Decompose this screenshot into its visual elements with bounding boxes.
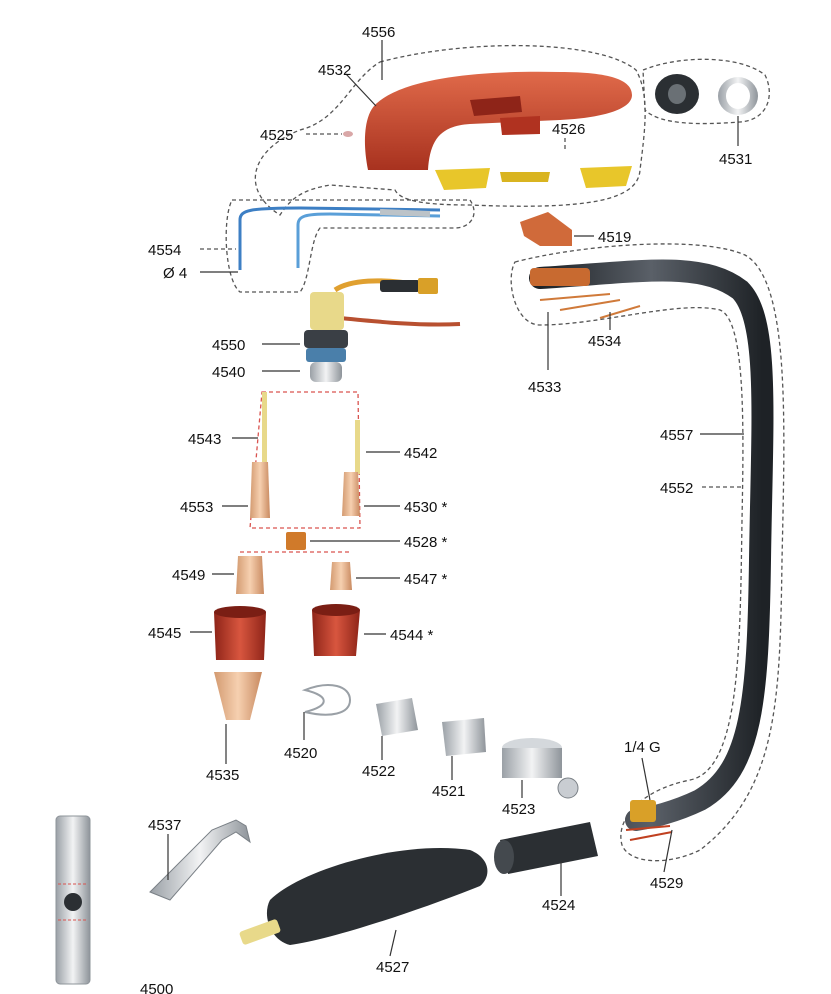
machine-handle-part (239, 848, 488, 945)
label-4532: 4532 (318, 62, 351, 79)
main-cable-part (529, 259, 774, 841)
electrode-parts (262, 392, 360, 474)
cutting-nozzle-part (214, 672, 262, 720)
leader-lines (167, 40, 744, 957)
rear-seal-outline (642, 58, 770, 125)
label-4537: 4537 (148, 817, 181, 834)
rear-seal-parts (655, 74, 758, 115)
tip-parts (250, 462, 360, 518)
extension-tube-part (55, 815, 91, 985)
label-4545: 4545 (148, 625, 181, 642)
label-4524: 4524 (542, 897, 575, 914)
switch-wire-part (238, 206, 441, 270)
swirl-ring-part (286, 532, 306, 550)
circle-guide-part (502, 738, 579, 799)
label-4544: 4544 * (390, 627, 434, 644)
label-phi4: Ø 4 (163, 265, 187, 282)
label-4526: 4526 (552, 121, 585, 138)
part-labels: 4556 4532 4525 4526 4531 4519 4554 Ø 4 4… (140, 24, 752, 994)
label-4525: 4525 (260, 127, 293, 144)
label-4527: 4527 (376, 959, 409, 976)
spacer-spring-part (301, 684, 352, 716)
insulator-parts (435, 166, 632, 190)
wrench-part (149, 819, 251, 901)
label-4531: 4531 (719, 151, 752, 168)
nozzle-parts (214, 604, 360, 660)
label-4554: 4554 (148, 242, 181, 259)
label-4552: 4552 (660, 480, 693, 497)
label-4540: 4540 (212, 364, 245, 381)
label-4535: 4535 (206, 767, 239, 784)
trigger-part (520, 212, 572, 246)
label-4528: 4528 * (404, 534, 448, 551)
label-4553: 4553 (180, 499, 213, 516)
torch-handle-part (364, 71, 632, 170)
sleeve-part (494, 822, 598, 874)
label-4534: 4534 (588, 333, 621, 350)
label-4557: 4557 (660, 427, 693, 444)
label-4547: 4547 * (404, 571, 448, 588)
label-4521: 4521 (432, 783, 465, 800)
label-4549: 4549 (172, 567, 205, 584)
label-4529: 4529 (650, 875, 683, 892)
torch-head-part (304, 278, 461, 382)
spacer-guide-small-part (442, 718, 486, 756)
label-4533: 4533 (528, 379, 561, 396)
label-4522: 4522 (362, 763, 395, 780)
label-4543: 4543 (188, 431, 221, 448)
label-4556: 4556 (362, 24, 395, 41)
label-4542: 4542 (404, 445, 437, 462)
label-4519: 4519 (598, 229, 631, 246)
diffuser-parts (236, 556, 352, 594)
label-4500: 4500 (140, 981, 173, 994)
label-1-4-g: 1/4 G (624, 739, 661, 756)
label-4523: 4523 (502, 801, 535, 818)
spacer-guide-part (376, 698, 418, 736)
handle-screw-part (343, 131, 353, 137)
label-4550: 4550 (212, 337, 245, 354)
switch-assembly-outline (225, 199, 475, 293)
label-4530: 4530 * (404, 499, 448, 516)
handle-assembly-outline (254, 44, 646, 216)
label-4520: 4520 (284, 745, 317, 762)
